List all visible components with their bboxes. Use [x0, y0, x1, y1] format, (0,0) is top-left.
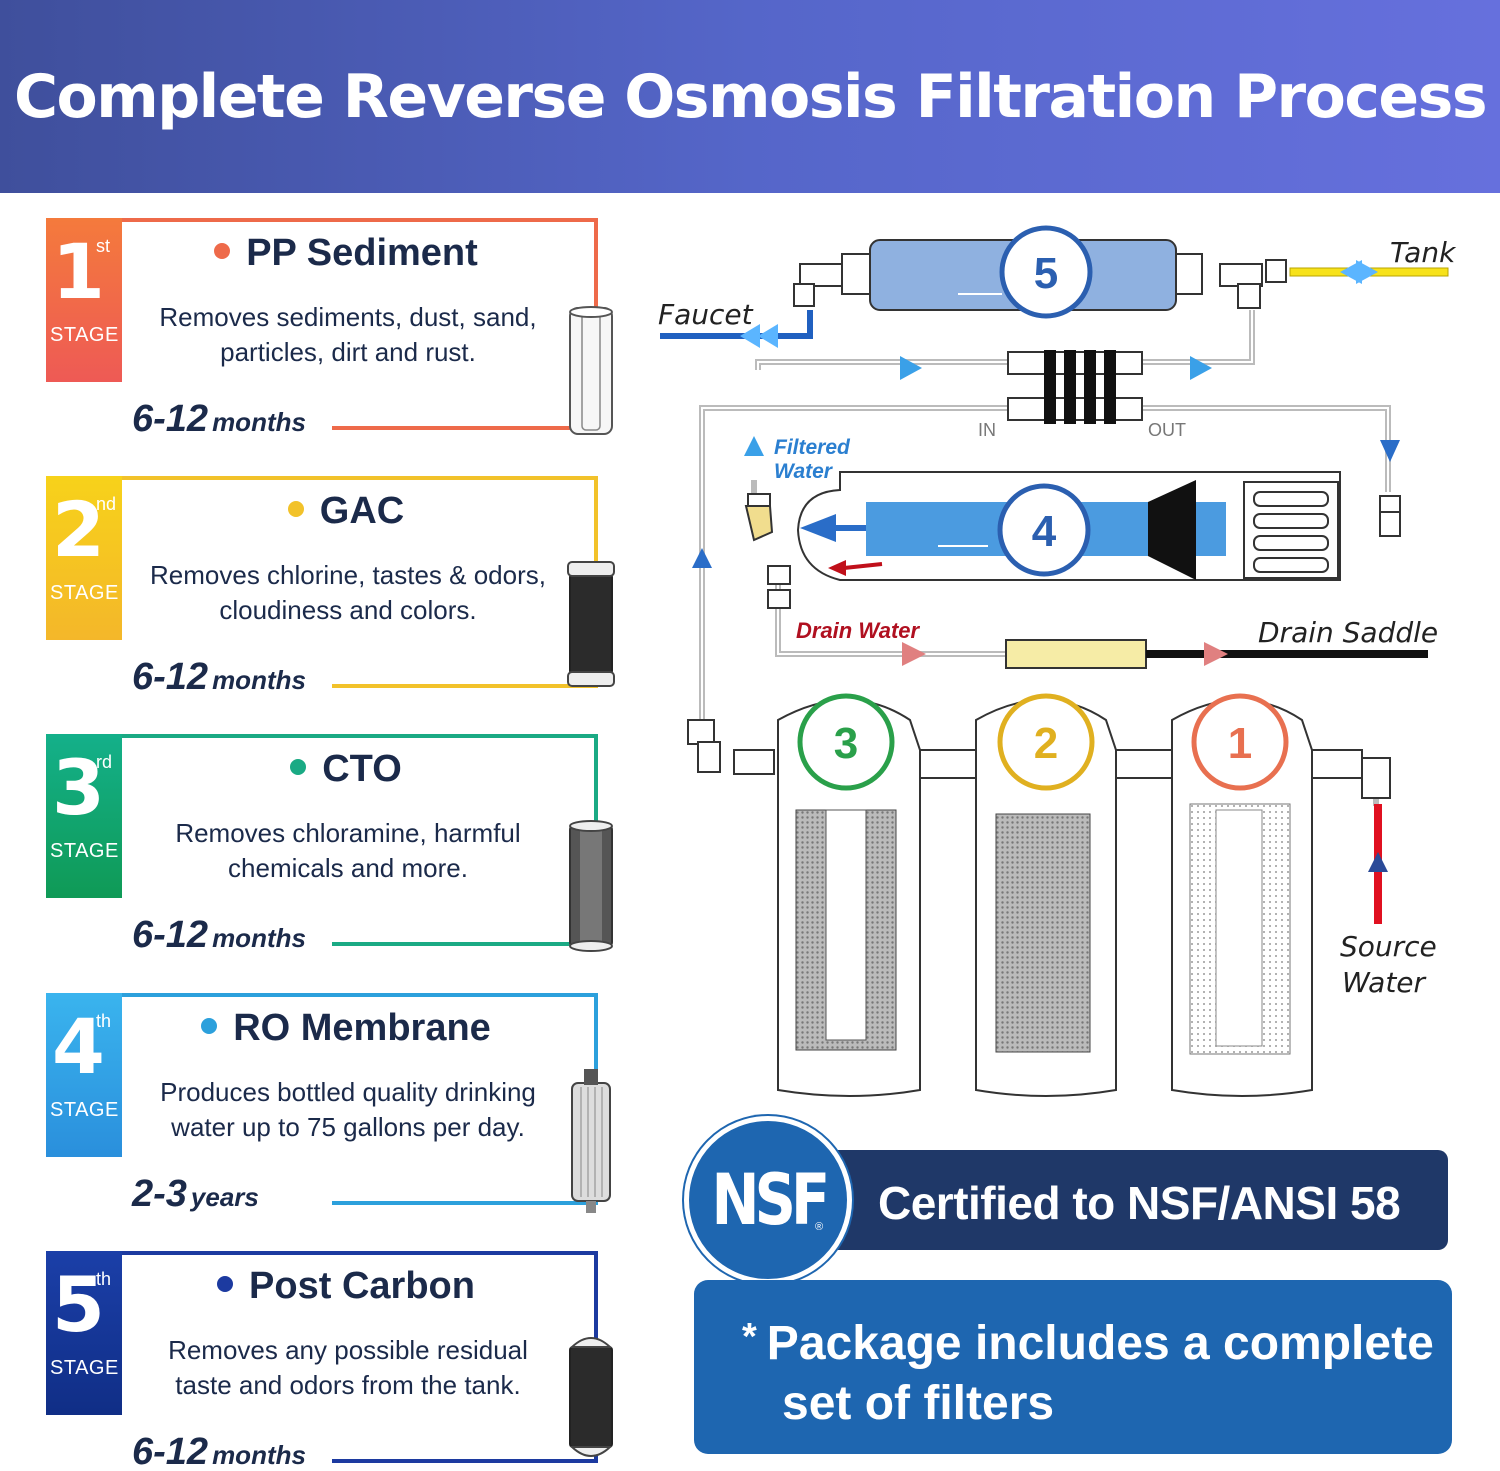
stage-badge-5: 5 th STAGE — [46, 1251, 122, 1415]
stage-number: 4 — [52, 1002, 105, 1091]
stage-4-marker: 4 — [1032, 507, 1057, 556]
stage-card-3: 3 rd STAGE CTO Removes chloramine, harmf… — [46, 734, 626, 964]
stage-description: Removes chlorine, tastes & odors, cloudi… — [150, 560, 546, 625]
post-carbon-cartridge-icon — [569, 1337, 613, 1457]
stage-label: STAGE — [50, 1357, 119, 1379]
stage-badge-4: 4 th STAGE — [46, 993, 122, 1157]
stage-1-marker: 1 — [1228, 719, 1252, 768]
stage-card-5: 5 th STAGE Post Carbon Removes any possi… — [46, 1251, 626, 1471]
stage-label: STAGE — [50, 840, 119, 862]
ro-membrane-icon — [571, 1069, 611, 1213]
stage-card-1: 1 st STAGE PP Sediment Removes sediments… — [46, 218, 626, 448]
bullet-dot-icon — [214, 242, 231, 259]
registered-mark: ® — [814, 1221, 823, 1233]
stage-underline — [332, 684, 598, 688]
package-note: *Package includes a complete set of filt… — [694, 1280, 1452, 1454]
sediment-cartridge-icon — [569, 306, 613, 435]
bullet-dot-icon — [290, 758, 307, 775]
faucet-line — [660, 310, 813, 339]
stage-label: STAGE — [50, 582, 119, 604]
flow-restrictor — [1005, 639, 1147, 669]
source-label-1: Source — [1340, 930, 1437, 963]
inline-filter-5: 5 — [793, 225, 1287, 319]
housing-1: 1 — [1115, 693, 1391, 1097]
stage-description: Removes chloramine, harmful chemicals an… — [175, 818, 521, 883]
stage-ordinal: st — [96, 236, 111, 256]
stage-number: 5 — [52, 1260, 105, 1349]
nsf-certification-bar — [800, 1150, 1448, 1250]
filtered-label-2: Water — [774, 460, 834, 483]
bullet-dot-icon — [287, 500, 304, 517]
nsf-logo-icon: NSF ® — [684, 1116, 852, 1284]
stage-card-2: 2 nd STAGE GAC Removes chlorine, tastes … — [46, 476, 626, 706]
stage-badge-2: 2 nd STAGE — [46, 476, 122, 640]
housing-2: 2 — [919, 693, 1117, 1097]
stage-label: STAGE — [50, 1099, 119, 1121]
stage-label: STAGE — [50, 324, 119, 346]
drain-water-label: Drain Water — [796, 618, 921, 643]
nsf-logo-text: NSF — [711, 1159, 830, 1241]
filtered-label-1: Filtered — [774, 436, 851, 459]
package-note-line-1: *Package includes a complete — [742, 1316, 1434, 1370]
stage-badge-1: 1 st STAGE — [46, 218, 122, 382]
source-label-2: Water — [1342, 966, 1427, 999]
nsf-certified-text: Certified to NSF/ANSI 58 — [878, 1177, 1401, 1229]
header-banner: Complete Reverse Osmosis Filtration Proc… — [0, 0, 1500, 193]
stage-number: 2 — [52, 485, 105, 574]
page-title: Complete Reverse Osmosis Filtration Proc… — [13, 61, 1488, 132]
bullet-dot-icon — [217, 1275, 234, 1292]
ro-membrane-housing: 4 — [744, 471, 1401, 609]
stage-ordinal: th — [96, 1269, 112, 1289]
stage-underline — [332, 942, 598, 946]
stage-title: GAC — [136, 490, 556, 533]
in-label: IN — [978, 420, 996, 440]
stage-ordinal: nd — [96, 494, 117, 514]
stage-title: RO Membrane — [136, 1007, 556, 1050]
stage-ordinal: th — [96, 1011, 112, 1031]
ro-system-diagram: Faucet Tank 5 IN OUT Filtered Water — [658, 225, 1457, 1097]
gac-cartridge-icon — [567, 561, 615, 687]
stage-description: Produces bottled quality drinking water … — [160, 1077, 536, 1142]
drain-saddle-label: Drain Saddle — [1258, 616, 1438, 649]
stage-title: CTO — [136, 748, 556, 791]
housing-3: 3 — [687, 693, 921, 1097]
stage-description: Removes any possible residual taste and … — [168, 1335, 528, 1400]
faucet-label: Faucet — [658, 298, 754, 331]
stage-badge-3: 3 rd STAGE — [46, 734, 122, 898]
stage-2-marker: 2 — [1034, 719, 1058, 768]
bullet-dot-icon — [201, 1017, 218, 1034]
check-valve-block — [1007, 350, 1143, 424]
out-label: OUT — [1148, 420, 1186, 440]
cto-cartridge-icon — [569, 820, 613, 952]
stage-number: 3 — [52, 743, 105, 832]
stage-number: 1 — [52, 227, 105, 316]
stage-card-4: 4 th STAGE RO Membrane Produces bottled … — [46, 993, 626, 1223]
stage-title: PP Sediment — [136, 232, 556, 275]
stage-underline — [332, 1459, 598, 1463]
stage-title: Post Carbon — [136, 1265, 556, 1308]
tank-label: Tank — [1390, 236, 1457, 269]
stage-underline — [332, 426, 598, 430]
stage-underline — [332, 1201, 598, 1205]
package-note-line-2: set of filters — [782, 1377, 1055, 1430]
stage-3-marker: 3 — [834, 719, 858, 768]
stage-5-marker: 5 — [1034, 249, 1058, 298]
stage-description: Removes sediments, dust, sand, particles… — [159, 302, 537, 367]
stage-ordinal: rd — [96, 752, 113, 772]
